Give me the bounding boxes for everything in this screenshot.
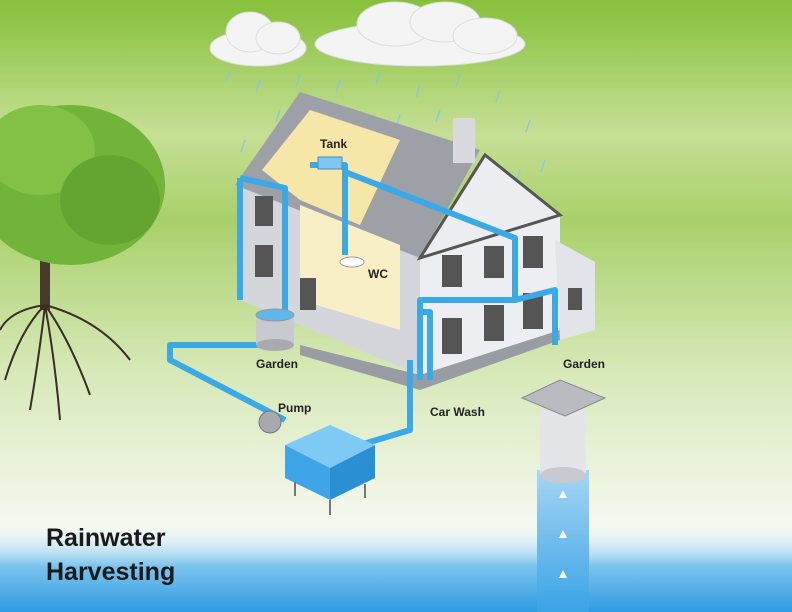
rain-barrel	[255, 308, 295, 351]
label-car-wash: Car Wash	[430, 405, 485, 419]
well	[520, 379, 607, 612]
storage-tank	[285, 425, 375, 515]
tree-icon	[0, 105, 165, 421]
cloud-icon	[209, 1, 526, 67]
toilet-icon	[339, 256, 365, 268]
pump-icon	[258, 410, 282, 434]
label-garden-right: Garden	[563, 357, 605, 371]
label-garden-left: Garden	[256, 357, 298, 371]
title-line2: Harvesting	[46, 558, 175, 586]
title-line1: Rainwater	[46, 524, 166, 552]
label-pump: Pump	[278, 401, 311, 415]
label-wc: WC	[368, 267, 388, 281]
label-tank: Tank	[320, 137, 347, 151]
chimney	[453, 118, 475, 163]
groundwater	[0, 520, 792, 612]
tank	[317, 156, 343, 170]
